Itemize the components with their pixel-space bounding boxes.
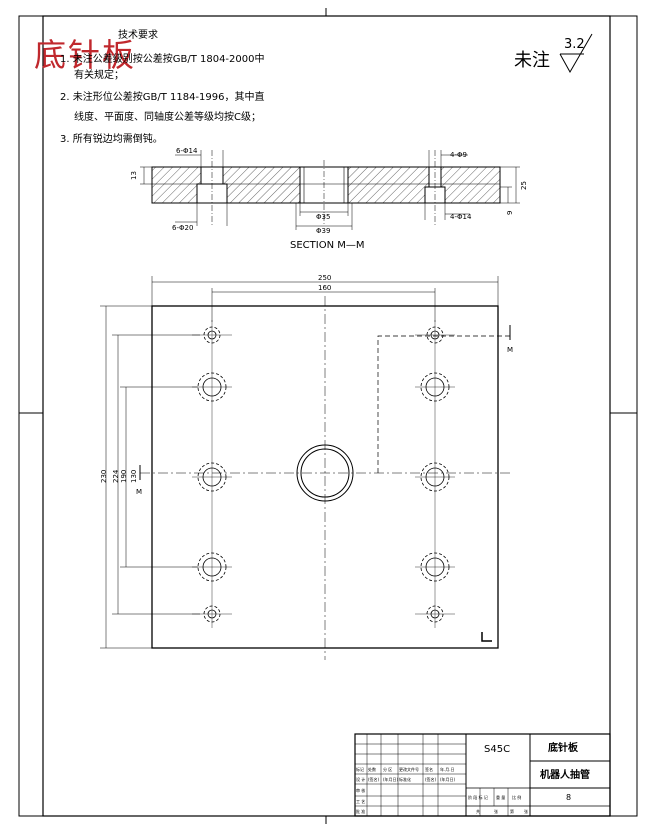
roughness-symbol	[559, 33, 593, 74]
tb-row2-3: 标准化	[399, 776, 411, 782]
section-dim-top-right: 4-Φ9	[450, 151, 467, 159]
section-dim-center-bottom: Φ39	[316, 227, 330, 235]
tb-row2-2: (年月日)	[383, 776, 399, 782]
stamp-label: 底针板	[34, 36, 136, 74]
section-dim-top-left: 6-Φ14	[176, 147, 198, 155]
tb-row2-4: (签名)	[425, 776, 437, 782]
tb-row-label-0: 标记	[356, 766, 364, 772]
tb-footer-1: 张	[494, 808, 498, 814]
material-label: S45C	[484, 744, 510, 755]
title-block-text: S45C 底针板 机器人抽管 8 标记 处数 分 区 更改文件号 签名 年.月.…	[356, 741, 590, 814]
plan-dim-height: 230	[100, 470, 108, 483]
tb-stage-0: 阶 段 标 记	[468, 794, 488, 800]
tb-row-label-5: 年.月.日	[440, 766, 455, 772]
roughness-label: 未注	[514, 50, 550, 71]
tb-row2-0: 设 计	[356, 776, 365, 782]
tech-heading: 技术要求	[118, 28, 158, 41]
tb-footer-2: 第	[510, 808, 514, 814]
tech-item-3: 3. 所有锐边均需倒钝。	[60, 132, 163, 145]
tb-row-label-2: 分 区	[383, 766, 392, 772]
title-block	[354, 733, 611, 817]
tb-row-label-4: 签名	[425, 766, 433, 772]
tb-row-label-3: 更改文件号	[399, 766, 419, 772]
roughness-value: 3.2	[564, 37, 585, 52]
tech-item-1b: 有关规定；	[74, 68, 124, 81]
tb-row2-1: (签名)	[368, 776, 380, 782]
tb-footer-3: 张	[524, 808, 528, 814]
technical-requirements: 技术要求 1. 未注公差级别按公差按GB/T 1804-2000中 有关规定； …	[60, 28, 265, 145]
tech-item-2b: 线度、平面度、同轴度公差等级均按C级；	[74, 110, 261, 123]
section-dim-bottom-left: 6-Φ20	[172, 224, 193, 232]
sheet-label: 8	[566, 793, 571, 802]
section-dim-center-top: Φ35	[316, 213, 330, 221]
surface-roughness-note: 未注 3.2	[514, 33, 593, 74]
tb-row3-0: 审 核	[356, 787, 365, 793]
assembly-label: 机器人抽管	[540, 768, 590, 781]
part-name-label: 底针板	[548, 741, 579, 754]
tb-row-label-1: 处数	[368, 766, 376, 772]
section-mark-left: M	[136, 488, 142, 496]
tb-stage-2: 比 例	[512, 794, 521, 800]
section-dim-right-height: 25	[520, 181, 528, 190]
section-view: 6-Φ14 6-Φ20 Φ35 Φ39 4-Φ9 4-Φ14 13 25 9 S…	[130, 147, 528, 251]
plan-dim-v2: 190	[120, 470, 128, 483]
plan-dim-hole-span: 160	[318, 284, 331, 292]
section-title: SECTION M—M	[290, 240, 365, 251]
tb-row3-1: 工 艺	[356, 799, 365, 804]
tb-stage-1: 重 量	[496, 794, 505, 800]
section-dim-right-lower: 9	[506, 211, 514, 215]
large-holes	[197, 372, 450, 582]
section-dim-bottom-right: 4-Φ14	[450, 213, 472, 221]
tb-row3-2: 批 准	[356, 808, 365, 814]
plan-dim-v3: 130	[130, 470, 138, 483]
plan-dim-v1: 224	[112, 469, 120, 483]
plan-view: M M	[100, 274, 513, 660]
tech-item-2a: 2. 未注形位公差按GB/T 1184-1996，其中直	[60, 90, 265, 103]
tech-item-1a: 1. 未注公差级别按公差按GB/T 1804-2000中	[60, 52, 265, 65]
tb-row2-5: (年月日)	[440, 776, 456, 782]
plan-dim-width: 250	[318, 274, 331, 282]
section-dim-left-height: 13	[130, 171, 138, 180]
small-holes	[203, 326, 444, 623]
section-mark-right: M	[507, 346, 513, 354]
tb-footer-0: 共	[476, 808, 480, 814]
